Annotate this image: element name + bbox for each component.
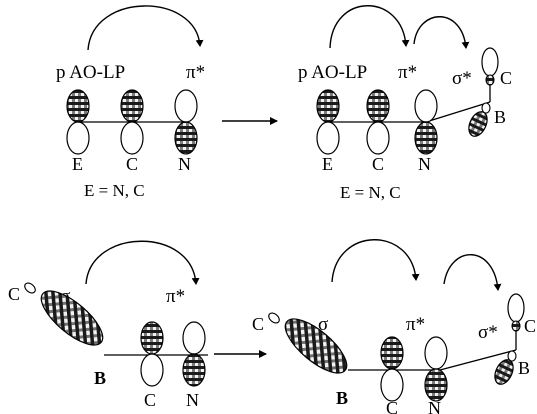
- sigma-star-orbital: [494, 293, 525, 385]
- atom-label: N: [428, 398, 441, 414]
- atom-label: C: [500, 68, 512, 88]
- hyperconjugation-arrow: [413, 16, 470, 49]
- atom-label: C: [126, 154, 138, 174]
- atom-label: N: [178, 154, 191, 174]
- atom-label: N: [186, 390, 199, 410]
- atom-label: B: [94, 368, 106, 388]
- acceptor-label: π*: [186, 62, 205, 83]
- atom-label: N: [418, 154, 431, 174]
- donation-arrow: [85, 240, 200, 285]
- atom-label: C: [252, 314, 264, 334]
- caption: E = N, C: [84, 181, 145, 200]
- atom-label: B: [494, 107, 506, 127]
- panel-top-right: p AO-LP π* σ* E C N C B E = N: [298, 5, 512, 202]
- atom-label: B: [336, 388, 348, 408]
- sigma-star-label: σ*: [478, 322, 498, 343]
- p-orbital-n: [414, 89, 438, 155]
- sigma-star-orbital: [468, 47, 499, 137]
- sigma-orbital: [24, 282, 104, 346]
- donor-label: σ: [318, 314, 328, 335]
- sigma-orbital: [268, 312, 348, 374]
- acceptor-label: π*: [166, 286, 185, 307]
- atom-label: B: [518, 358, 530, 378]
- p-orbital-n: [182, 321, 206, 387]
- donor-label: p AO-LP: [298, 62, 367, 83]
- donation-arrow: [87, 5, 204, 51]
- donation-arrow: [331, 239, 420, 283]
- panel-top-left: p AO-LP π* E C N E = N, C: [56, 5, 205, 200]
- p-orbital-c: [140, 321, 164, 387]
- atom-label: C: [386, 398, 398, 414]
- bond-line: [439, 349, 517, 371]
- p-orbital-e: [316, 89, 340, 155]
- atom-label: E: [322, 154, 333, 174]
- atom-label: C: [8, 284, 20, 304]
- p-orbital-c: [366, 89, 390, 155]
- hyperconjugation-arrow: [443, 254, 502, 291]
- atom-label: C: [144, 390, 156, 410]
- p-orbital-c: [120, 89, 144, 155]
- donation-arrow: [329, 5, 410, 49]
- p-orbital-c: [380, 336, 404, 402]
- panel-bottom-right: σ π* σ* C B C N C B: [252, 239, 536, 414]
- acceptor-label: π*: [406, 314, 425, 335]
- atom-label: C: [372, 154, 384, 174]
- donor-label: p AO-LP: [56, 62, 125, 83]
- p-orbital-n: [424, 336, 448, 402]
- acceptor-label: π*: [398, 62, 417, 83]
- panel-bottom-left: σ π* C B C N: [8, 240, 208, 410]
- caption: E = N, C: [340, 183, 401, 202]
- p-orbital-e: [66, 89, 90, 155]
- atom-label: C: [524, 316, 536, 336]
- p-orbital-n: [174, 89, 198, 155]
- sigma-star-label: σ*: [452, 68, 472, 89]
- atom-label: E: [72, 154, 83, 174]
- bond-line: [425, 101, 491, 123]
